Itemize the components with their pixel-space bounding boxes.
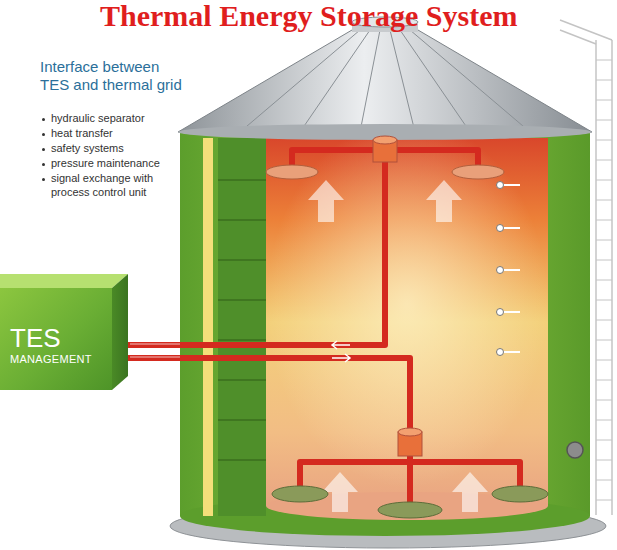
list-heading: Interface between TES and thermal grid: [40, 58, 190, 94]
sensors: [497, 182, 521, 356]
top-diffuser: [266, 136, 504, 179]
list-text: hydraulic separator: [51, 112, 145, 126]
box-title: TES: [10, 324, 104, 353]
bullet-dot: [42, 118, 45, 121]
pipes: [128, 150, 520, 505]
box-subtitle: MANAGEMENT: [10, 353, 104, 366]
panel-lines: [218, 180, 266, 460]
pipe-highlights: [130, 344, 180, 357]
roof: [178, 30, 592, 132]
title: Thermal Energy Storage System: [100, 0, 517, 32]
bottom-diffuser: [272, 428, 548, 518]
list-text: heat transfer: [51, 127, 113, 141]
list-text: signal exchange with process control uni…: [51, 172, 177, 200]
box-top-face: [0, 274, 128, 288]
bullet-dot: [42, 163, 45, 166]
bullet-dot: [42, 178, 45, 181]
manhole: [567, 442, 583, 458]
tank-interior: [266, 138, 548, 506]
list-text: pressure maintenance: [51, 157, 160, 171]
management-box: TESMANAGEMENT: [0, 288, 112, 390]
list-text: safety systems: [51, 142, 124, 156]
insulation-panel: [218, 138, 266, 516]
pipe-direction-arrows: [332, 341, 350, 362]
roof-ribs: [240, 30, 530, 132]
list-item: hydraulic separator: [42, 112, 177, 126]
list-item: heat transfer: [42, 127, 177, 141]
interior-glow: [266, 138, 548, 506]
box-side-face: [112, 274, 128, 390]
inner-strip: [203, 138, 213, 516]
list-item: safety systems: [42, 142, 177, 156]
list-item: pressure maintenance: [42, 157, 177, 171]
bullet-dot: [42, 148, 45, 151]
bullet-dot: [42, 133, 45, 136]
list-item: signal exchange with process control uni…: [42, 172, 177, 200]
